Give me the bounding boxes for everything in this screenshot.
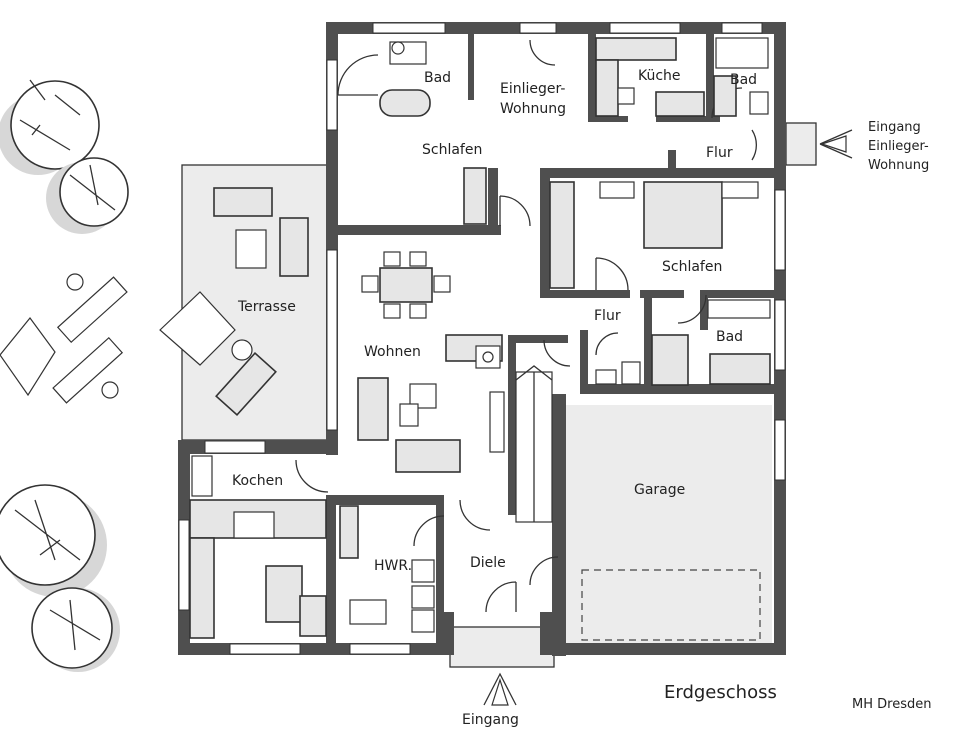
- room-label-bad-top-right: Bad: [730, 72, 757, 88]
- doors: [295, 39, 758, 613]
- tree-icon: [10, 80, 100, 170]
- label-eingang: Eingang: [462, 712, 519, 728]
- room-label-kueche: Küche: [638, 68, 681, 84]
- eingang-arrow-icon: [483, 672, 517, 706]
- room-label-garage: Garage: [634, 482, 685, 498]
- room-label-einlieger-2: Wohnung: [500, 101, 566, 117]
- room-label-schlafen-top: Schlafen: [422, 142, 482, 158]
- room-label-kochen: Kochen: [232, 473, 283, 489]
- parasol: [0, 317, 56, 397]
- room-label-wohnen: Wohnen: [364, 344, 421, 360]
- room-label-diele: Diele: [470, 555, 506, 571]
- tree-icon: [31, 587, 113, 669]
- entrance-porch: [450, 627, 554, 667]
- garage-floor: [566, 405, 772, 643]
- interior-furniture: [189, 37, 771, 639]
- room-label-bad-mid: Bad: [716, 329, 743, 345]
- plan-title: Erdgeschoss: [664, 682, 777, 703]
- label-eingang-einlieger-3: Wohnung: [868, 158, 929, 173]
- room-label-einlieger-1: Einlieger-: [500, 81, 565, 97]
- windows: [178, 22, 786, 655]
- garage-door-swing: [581, 569, 761, 641]
- einlieger-arrow-icon: [819, 129, 853, 159]
- sun-lounger: [52, 336, 124, 404]
- room-label-flur-mid: Flur: [594, 308, 621, 324]
- label-eingang-einlieger-2: Einlieger-: [868, 139, 929, 154]
- room-label-bad-top: Bad: [424, 70, 451, 86]
- walls: [178, 22, 786, 656]
- room-label-schlafen-right: Schlafen: [662, 259, 722, 275]
- room-label-terrasse: Terrasse: [237, 299, 296, 315]
- sun-lounger: [56, 276, 128, 344]
- terrace-furniture: [159, 187, 309, 417]
- plan-credit: MH Dresden: [852, 697, 931, 712]
- room-label-hwr: HWR.: [374, 558, 412, 574]
- landscape-left: [0, 79, 129, 672]
- einlieger-porch: [786, 123, 816, 165]
- label-eingang-einlieger-1: Eingang: [868, 120, 921, 135]
- room-label-flur-top: Flur: [706, 145, 733, 161]
- tree-icon: [59, 157, 129, 227]
